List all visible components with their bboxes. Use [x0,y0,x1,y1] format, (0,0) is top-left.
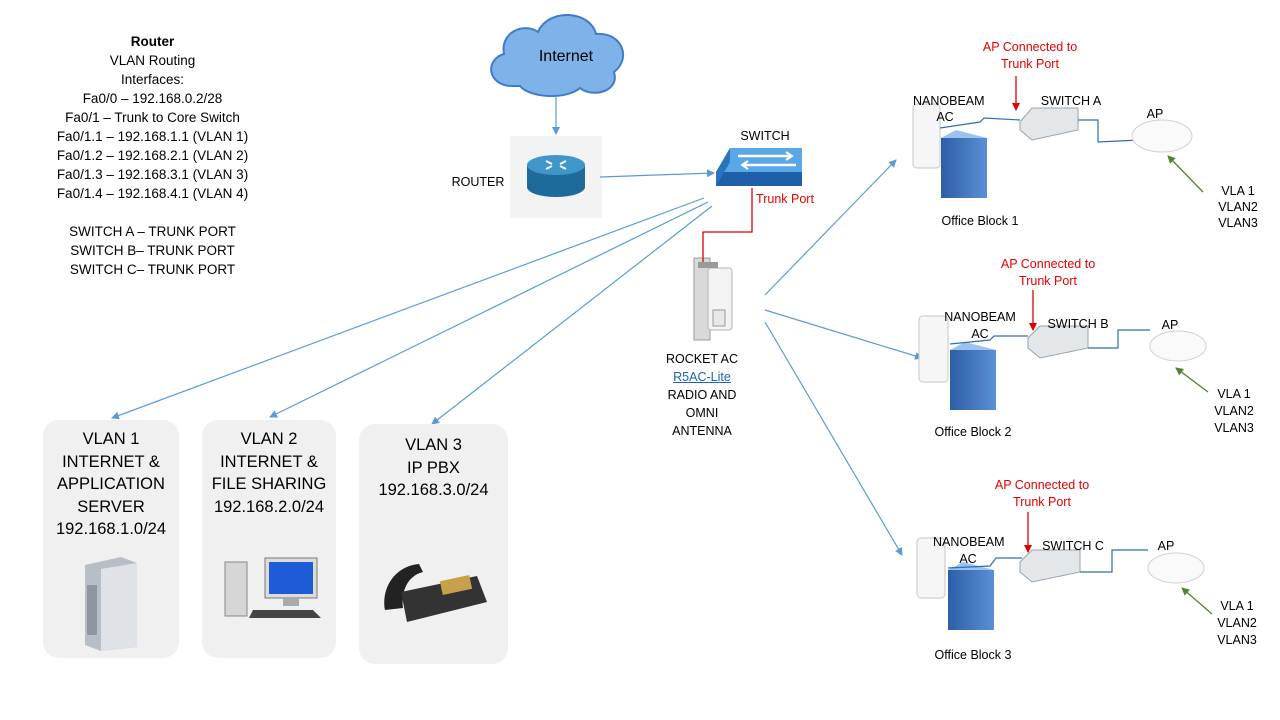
vlan-list-item: VLA 1 [1217,387,1251,401]
vlan1-line: SERVER [77,497,145,516]
router-notes-line: VLAN Routing [109,53,196,68]
vlan-list-item: VLAN2 [1218,200,1258,214]
ap-note-line: AP Connected to [1000,257,1096,271]
router-icon [510,136,602,218]
vlan2-line: 192.168.2.0/24 [213,497,325,516]
vlan-list-item: VLAN3 [1214,421,1254,435]
link-switch-vlan1 [111,197,705,420]
router-config-notes: Router VLAN Routing Interfaces: Fa0/0 – … [30,32,275,279]
vlan1-box: VLAN 1 INTERNET & APPLICATION SERVER 192… [43,420,179,658]
ip-phone-icon [383,563,487,622]
link-router-switch [599,169,715,178]
office-3-devices [916,512,1213,630]
ap-note-line: Trunk Port [1001,57,1059,71]
vlan1-line: 192.168.1.0/24 [55,520,167,538]
office2-switch-label: SWITCH B [1047,317,1109,331]
vlan3-line: 192.168.3.0/24 [378,481,489,499]
office3-ap-note: AP Connected to Trunk Port [982,477,1102,511]
office1-ap-label: AP [1146,107,1164,121]
router-notes-line: Fa0/0 – 192.168.0.2/28 [82,91,223,106]
trunk-note-line: SWITCH A – TRUNK PORT [69,224,236,239]
office3-vlan-list: VLA 1 VLAN2 VLAN3 [1215,598,1259,649]
nanobeam-line: NANOBEAM [933,535,1005,549]
internet-label: Internet [538,48,594,65]
router-notes-line: Fa0/1.4 – 192.168.4.1 (VLAN 4) [56,186,249,201]
core-switch-icon [716,148,802,186]
office1-block-label: Office Block 1 [941,214,1019,228]
office2-block-label: Office Block 2 [934,425,1012,439]
office1-nanobeam-label: NANOBEAM AC [913,93,985,125]
desktop-computer-icon [224,557,321,618]
office1-vlan-list: VLA 1 VLAN2 VLAN3 [1216,183,1260,231]
trunk-note-line: SWITCH B– TRUNK PORT [70,243,235,258]
office2-ap-label: AP [1161,318,1179,332]
ap-note-line: AP Connected to [994,478,1090,492]
router-notes-line: Interfaces: [120,72,185,87]
vlan3-line: IP PBX [407,458,460,477]
office1-switch-label: SWITCH A [1040,94,1102,108]
server-icon [85,556,137,651]
switch-label: SWITCH [740,129,790,143]
router-notes-line: Fa0/1 – Trunk to Core Switch [65,110,240,125]
router-label: ROUTER [451,175,505,189]
office3-block-label: Office Block 3 [934,648,1012,662]
office-1-devices [912,76,1204,198]
router-notes-title: Router [130,34,175,49]
ap-note-line: Trunk Port [1019,274,1077,288]
office1-ap-note: AP Connected to Trunk Port [970,39,1090,73]
office2-ap-note: AP Connected to Trunk Port [988,256,1108,290]
rocket-ac-desc: RADIO AND [667,388,737,402]
office-2-devices [918,290,1209,410]
r5ac-lite-link[interactable]: R5AC-Lite [673,370,731,384]
vlan2-line: INTERNET & [220,452,318,471]
vlan2-line: VLAN 2 [240,430,298,448]
vlan3-box: VLAN 3 IP PBX 192.168.3.0/24 [359,424,508,664]
router-notes-line: Fa0/1.1 – 192.168.1.1 (VLAN 1) [56,129,249,144]
link-to-office-2 [764,309,923,360]
vlan-list-item: VLAN3 [1218,216,1258,230]
link-switch-vlan2 [269,201,709,418]
office2-vlan-list: VLA 1 VLAN2 VLAN3 [1212,386,1256,437]
vlan-list-item: VLAN3 [1217,633,1257,647]
vlan1-line: VLAN 1 [82,430,140,448]
link-switch-vlan3 [431,205,713,425]
internet-cloud-icon [490,14,625,98]
nanobeam-line: AC [971,327,989,341]
vlan1-line: INTERNET & [62,452,160,471]
vlan-list-item: VLAN2 [1214,404,1254,418]
rocket-ac-title: ROCKET AC [665,352,738,366]
office3-ap-label: AP [1157,539,1175,553]
vlan3-line: VLAN 3 [405,436,462,454]
office2-nanobeam-label: NANOBEAM AC [940,309,1020,343]
office3-nanobeam-label: NANOBEAM AC [933,534,1005,568]
vlan-list-item: VLAN2 [1217,616,1257,630]
office3-switch-label: SWITCH C [1042,539,1104,553]
nanobeam-line: NANOBEAM [944,310,1016,324]
trunk-port-label: Trunk Port [756,192,814,206]
nanobeam-line: AC [936,110,954,124]
trunk-note-line: SWITCH C– TRUNK PORT [69,262,236,277]
rocket-ac-desc: ANTENNA [672,424,732,438]
nanobeam-line: NANOBEAM [913,94,985,108]
ap-note-line: AP Connected to [982,40,1078,54]
router-notes-line: Fa0/1.3 – 192.168.3.1 (VLAN 3) [56,167,249,182]
vlan-list-item: VLA 1 [1220,599,1254,613]
router-notes-line: Fa0/1.2 – 192.168.2.1 (VLAN 2) [56,148,249,163]
ap-note-line: Trunk Port [1013,495,1071,509]
link-to-office-3 [764,321,903,556]
vlan2-box: VLAN 2 INTERNET & FILE SHARING 192.168.2… [202,420,336,658]
vlan1-line: APPLICATION [57,475,165,493]
nanobeam-line: AC [959,552,977,566]
link-to-office-1 [764,159,897,296]
vlan-list-item: VLA 1 [1221,184,1255,198]
rocket-ac-radio-icon [693,257,733,341]
vlan2-line: FILE SHARING [211,475,327,493]
rocket-ac-desc: OMNI [685,406,719,420]
rocket-ac-label: ROCKET AC R5AC-Lite RADIO AND OMNI ANTEN… [654,350,750,440]
trunk-port-line [702,188,753,262]
